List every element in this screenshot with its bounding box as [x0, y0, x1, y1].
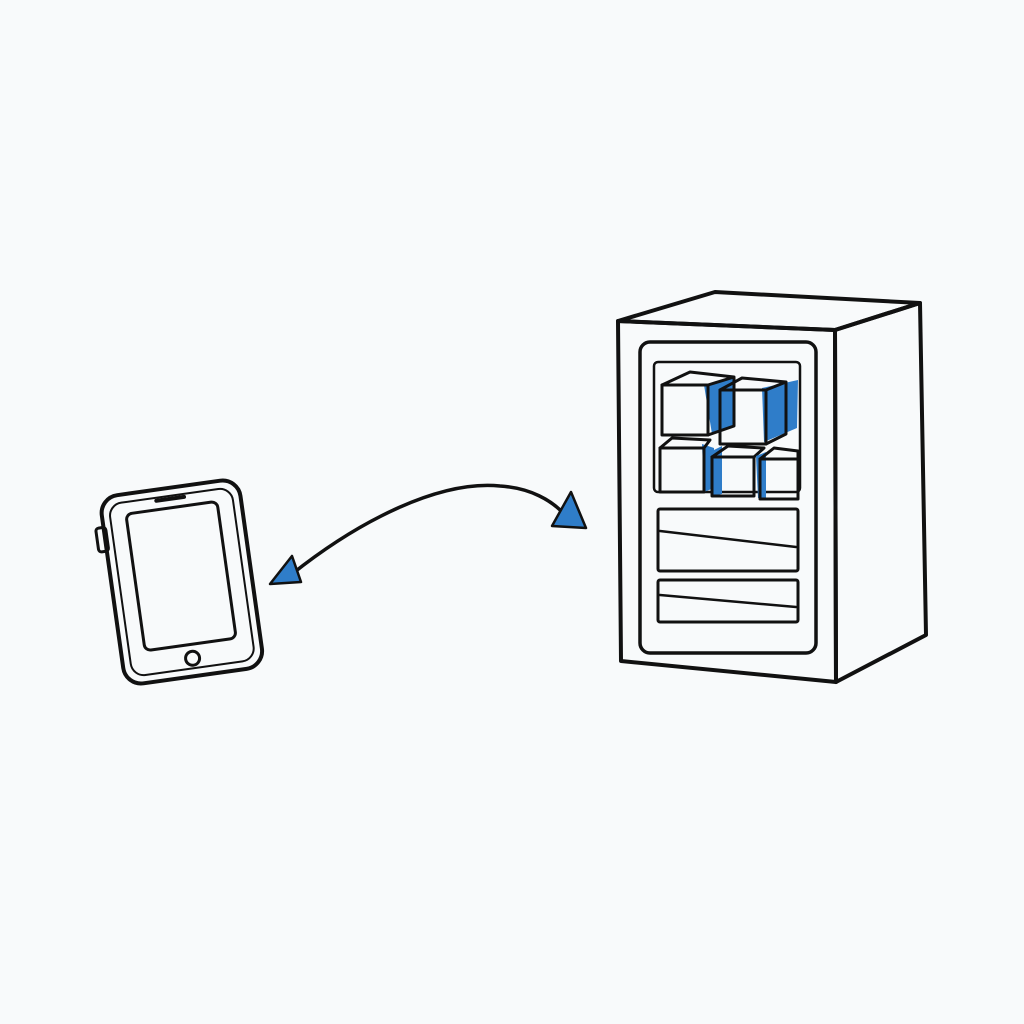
machine-display-window [652, 360, 802, 494]
phone-bezel [109, 487, 255, 677]
phone-screen [125, 500, 237, 652]
phone-body [99, 478, 265, 686]
arrowhead-left-icon [268, 554, 303, 586]
machine-slot-panel [656, 507, 800, 573]
machine-slot-line [658, 529, 798, 549]
machine-front-face [616, 319, 838, 684]
bidirectional-arrow [268, 483, 588, 586]
product-box [718, 376, 798, 446]
machine-tray-line [658, 593, 798, 609]
phone-speaker [154, 494, 187, 503]
product-box [710, 444, 766, 498]
machine-dispense-tray [656, 578, 800, 624]
product-box [660, 370, 736, 437]
smartphone-icon [94, 478, 265, 686]
vending-machine-icon [616, 290, 928, 684]
product-box [658, 436, 714, 494]
phone-home-button [184, 649, 202, 667]
product-box [756, 446, 800, 501]
arrowhead-right-icon [550, 490, 588, 530]
machine-front-frame [638, 340, 818, 655]
arrow-connector-curve [290, 483, 568, 576]
machine-side-face [833, 301, 928, 684]
